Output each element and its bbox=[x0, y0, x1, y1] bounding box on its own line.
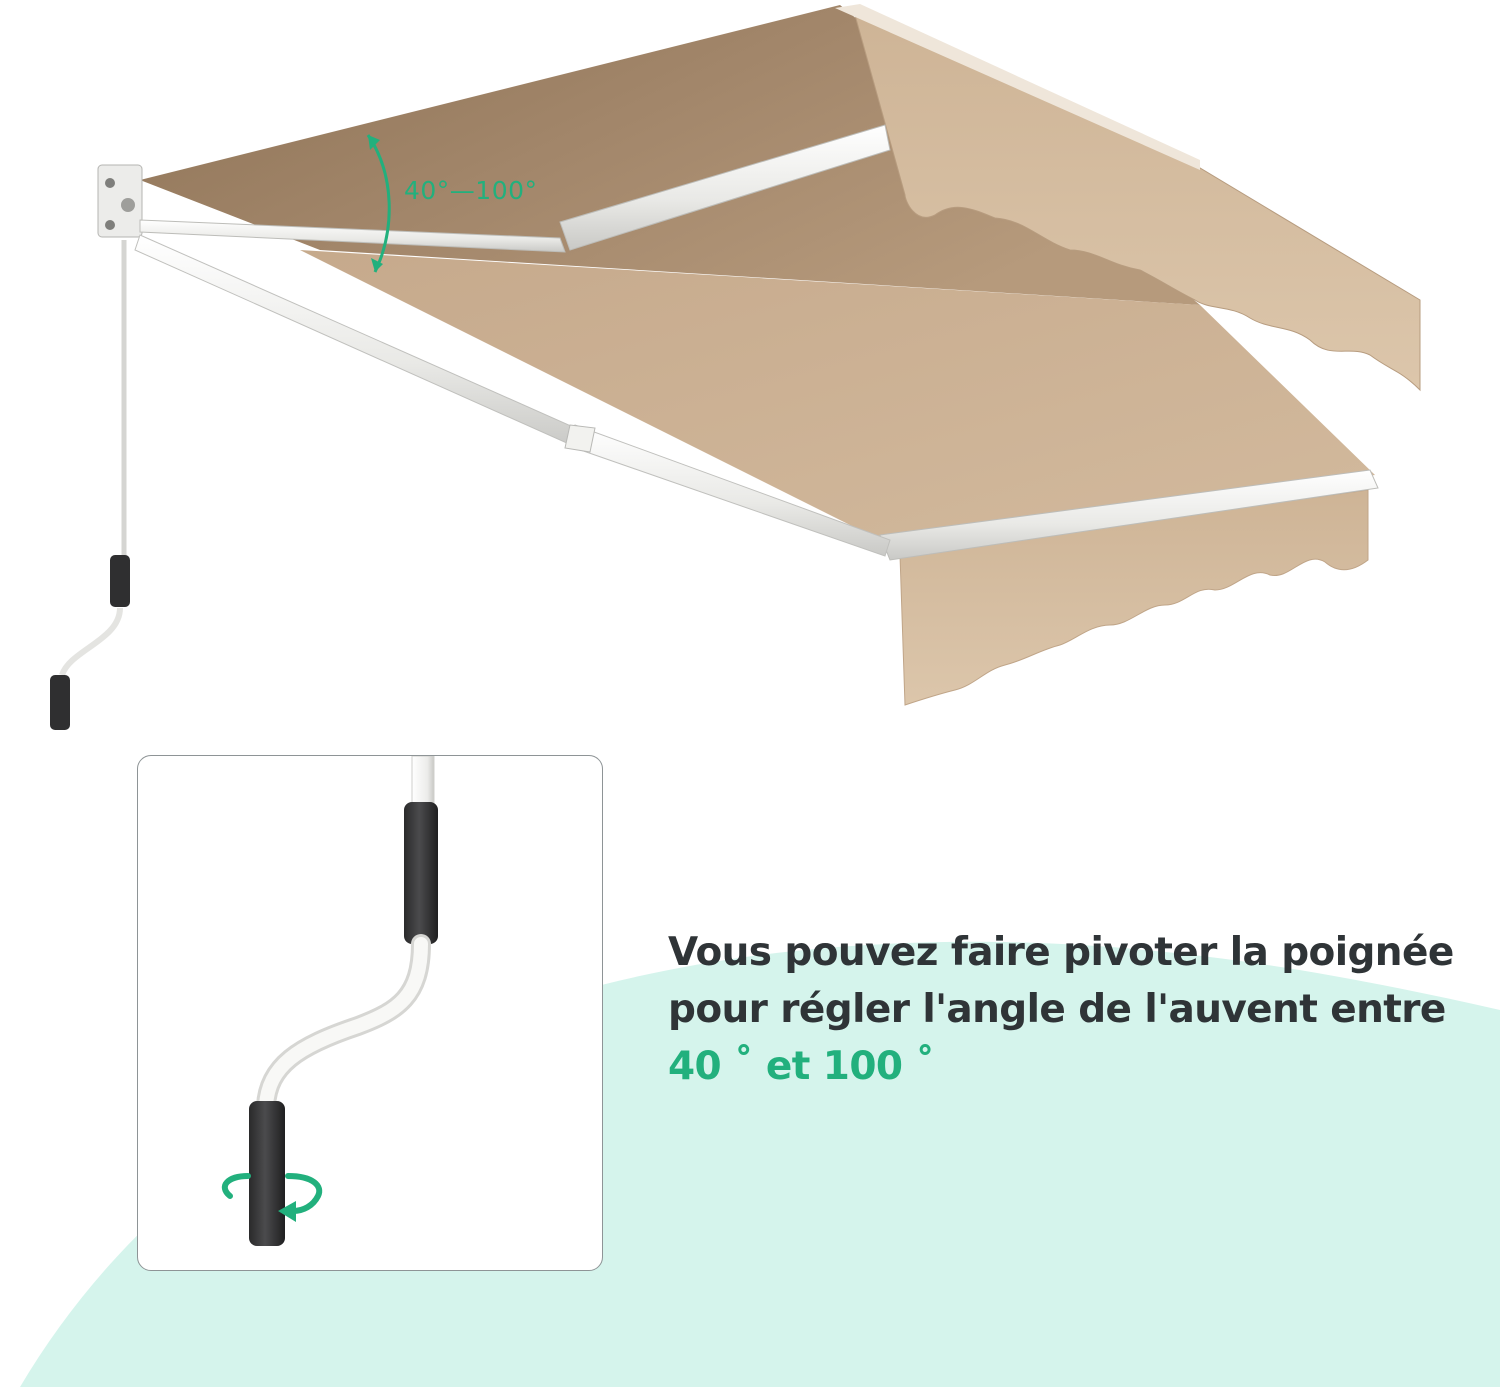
handle-detail-inset bbox=[137, 755, 603, 1271]
awning-canopy-raised bbox=[140, 5, 1200, 305]
arm-upper-inner bbox=[139, 219, 566, 253]
crank-grip-top bbox=[110, 555, 130, 607]
caption-text: Vous pouvez faire pivoter la poignée pou… bbox=[668, 924, 1468, 1095]
handle-grip-upper bbox=[404, 802, 438, 944]
handle-grip-lower bbox=[249, 1101, 285, 1246]
awning-top-edge bbox=[835, 4, 1200, 170]
awning-valance-raised bbox=[854, 14, 1421, 392]
caption-line-1: Vous pouvez faire pivoter la poignée bbox=[668, 930, 1454, 975]
caption-line-3-angle-range: 40 ˚ et 100 ˚ bbox=[668, 1044, 935, 1089]
caption-line-2: pour régler l'angle de l'auvent entre bbox=[668, 987, 1446, 1032]
arm-joint bbox=[564, 424, 596, 453]
rotate-arrow-icon bbox=[221, 1173, 323, 1222]
awning-valance-lowered bbox=[899, 489, 1369, 706]
crank-grip-bottom bbox=[50, 675, 70, 730]
arm-upper-outer bbox=[559, 124, 891, 251]
crank-handle-icon bbox=[221, 756, 438, 1246]
angle-arc-icon bbox=[366, 134, 391, 273]
wall-bracket bbox=[97, 164, 143, 238]
angle-range-label: 40°—100° bbox=[404, 176, 538, 205]
awning-canopy-lowered bbox=[300, 250, 1375, 545]
awning-illustration bbox=[50, 4, 1421, 730]
